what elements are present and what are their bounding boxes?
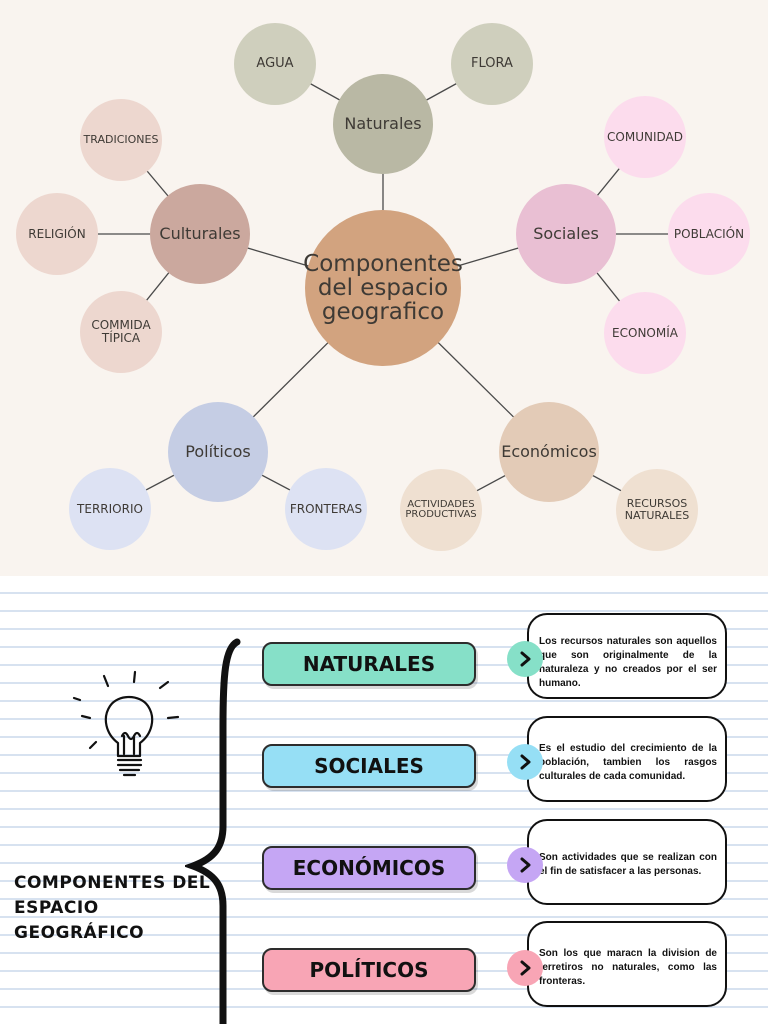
- card-sociales-text: Es el estudio del crecimiento de la pobl…: [539, 743, 717, 782]
- leaf-comida-label: COMMIDA TÍPICA: [91, 318, 151, 345]
- leaf-poblacion: POBLACIÓN: [668, 193, 750, 275]
- curly-brace: [185, 638, 241, 1024]
- leaf-religion-label: RELIGIÓN: [28, 226, 86, 241]
- center-node: Componentes del espacio geografico: [303, 210, 463, 366]
- leaf-comida: COMMIDA TÍPICA: [80, 291, 162, 373]
- category-economicos-label: Económicos: [501, 441, 597, 461]
- card-economicos-text: Son actividades que se realizan con el f…: [539, 852, 717, 877]
- leaf-economia: ECONOMÍA: [604, 292, 686, 374]
- pill-sociales-label: SOCIALES: [314, 754, 424, 778]
- center-label: Componentes del espacio geografico: [303, 250, 463, 326]
- leaf-economia-label: ECONOMÍA: [612, 325, 678, 340]
- card-economicos: Son actividades que se realizan con el f…: [527, 819, 727, 905]
- card-politicos-text: Son los que maracn la division de terret…: [539, 948, 717, 987]
- category-culturales-label: Culturales: [159, 223, 241, 243]
- card-sociales: Es el estudio del crecimiento de la pobl…: [527, 716, 727, 802]
- leaf-comunidad: COMUNIDAD: [604, 96, 686, 178]
- category-politicos-label: Políticos: [185, 441, 251, 461]
- leaf-recursos-label: RECURSOS NATURALES: [624, 497, 690, 522]
- category-culturales: Culturales: [150, 184, 250, 284]
- lightbulb-icon: [72, 670, 180, 777]
- mind-map: Componentes del espacio geografico Natur…: [0, 0, 768, 576]
- pill-economicos-label: ECONÓMICOS: [292, 856, 446, 880]
- chevron-right-icon: [507, 641, 543, 677]
- pill-economicos: ECONÓMICOS: [262, 846, 476, 890]
- chevron-right-icon: [507, 847, 543, 883]
- chevron-right-icon: [507, 744, 543, 780]
- leaf-agua: AGUA: [234, 23, 316, 105]
- pill-sociales: SOCIALES: [262, 744, 476, 788]
- pill-politicos-label: POLÍTICOS: [309, 958, 429, 982]
- leaf-religion: RELIGIÓN: [16, 193, 98, 275]
- leaf-tradiciones: TRADICIONES: [80, 99, 162, 181]
- chevron-right-icon: [507, 950, 543, 986]
- card-naturales: Los recursos naturales son aquellos que …: [527, 613, 727, 699]
- leaf-comunidad-label: COMUNIDAD: [607, 129, 683, 144]
- pill-politicos: POLÍTICOS: [262, 948, 476, 992]
- notebook-section: COMPONENTES DEL ESPACIO GEOGRÁFICO NATUR…: [0, 576, 768, 1024]
- category-sociales: Sociales: [516, 184, 616, 284]
- card-naturales-text: Los recursos naturales son aquellos que …: [539, 636, 717, 689]
- leaf-recursos: RECURSOS NATURALES: [616, 469, 698, 551]
- leaf-fronteras-label: FRONTERAS: [289, 501, 363, 516]
- leaf-fronteras: FRONTERAS: [285, 468, 367, 550]
- notes-title: COMPONENTES DEL ESPACIO GEOGRÁFICO: [14, 846, 214, 946]
- category-economicos: Económicos: [499, 402, 599, 502]
- leaf-territorio: TERRIORIO: [69, 468, 151, 550]
- notes-title-text: COMPONENTES DEL ESPACIO GEOGRÁFICO: [14, 873, 211, 943]
- card-politicos: Son los que maracn la division de terret…: [527, 921, 727, 1007]
- leaf-agua-label: AGUA: [256, 56, 294, 72]
- pill-naturales-label: NATURALES: [302, 652, 436, 676]
- category-naturales: Naturales: [333, 74, 433, 174]
- leaf-flora: FLORA: [451, 23, 533, 105]
- leaf-actividades-label: ACTIVIDADES PRODUCTIVAS: [405, 498, 477, 520]
- leaf-tradiciones-label: TRADICIONES: [83, 133, 159, 147]
- leaf-actividades: ACTIVIDADES PRODUCTIVAS: [400, 469, 482, 551]
- category-politicos: Políticos: [168, 402, 268, 502]
- leaf-poblacion-label: POBLACIÓN: [673, 226, 745, 241]
- category-naturales-label: Naturales: [344, 113, 422, 133]
- pill-naturales: NATURALES: [262, 642, 476, 686]
- leaf-territorio-label: TERRIORIO: [77, 501, 143, 516]
- category-sociales-label: Sociales: [533, 223, 599, 243]
- leaf-flora-label: FLORA: [471, 56, 513, 72]
